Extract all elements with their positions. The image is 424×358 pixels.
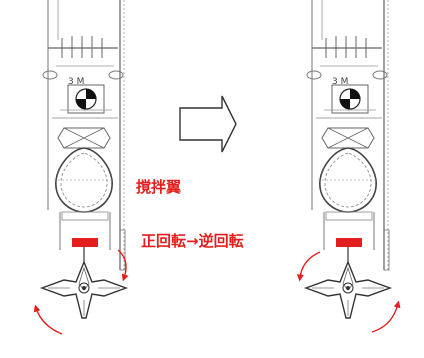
rotation-arrow-before-top	[117, 249, 129, 282]
paddle-label: 撹拌翼	[136, 178, 182, 196]
rotation-arrow-after-right	[371, 300, 401, 333]
rotation-arrow-before-bottom	[33, 304, 63, 335]
machine-before	[41, 0, 127, 319]
transition-arrow-icon	[179, 95, 237, 153]
rotation-label: 正回転→逆回転	[141, 232, 244, 250]
gauge-label-before: 3 M	[68, 77, 84, 87]
paddle-marker-before	[72, 238, 98, 247]
paddle-marker-after	[336, 238, 362, 247]
rotation-arrow-after-left	[296, 251, 321, 282]
gauge-label-after: 3 M	[332, 77, 348, 87]
machine-after	[305, 0, 391, 319]
